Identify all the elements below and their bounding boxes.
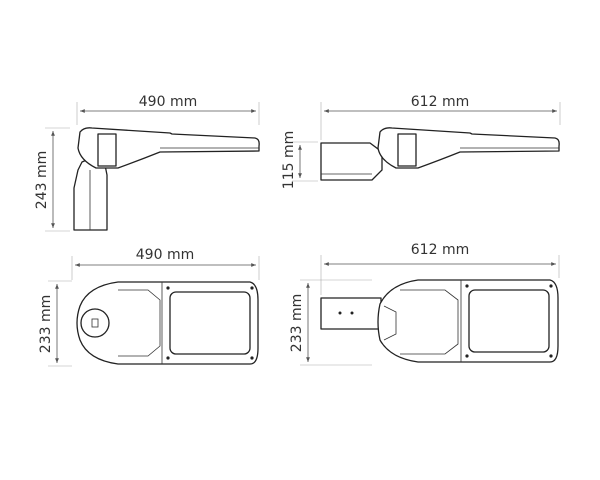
- side-view-post-top: 490 mm 243 mm: [34, 94, 260, 232]
- height-label: 233 mm: [289, 294, 305, 352]
- bottom-view-post-top: 490 mm 233 mm: [38, 247, 260, 367]
- height-label: 115 mm: [281, 131, 297, 189]
- width-label: 612 mm: [411, 242, 469, 258]
- pole-clamp: [80, 308, 110, 338]
- driver-housing: [397, 133, 417, 167]
- driver-housing: [97, 133, 117, 167]
- side-view-side-entry: 612 mm 115 mm: [281, 94, 561, 189]
- width-label: 490 mm: [136, 247, 194, 263]
- height-label: 233 mm: [38, 295, 54, 353]
- lens-panel: [169, 291, 251, 355]
- side-entry-bracket: [320, 142, 383, 181]
- width-label: 490 mm: [139, 94, 197, 110]
- width-label: 612 mm: [411, 94, 469, 110]
- lens-panel: [468, 289, 550, 353]
- bottom-view-side-entry: 612 mm 233 mm: [289, 242, 560, 366]
- height-label: 243 mm: [34, 151, 50, 209]
